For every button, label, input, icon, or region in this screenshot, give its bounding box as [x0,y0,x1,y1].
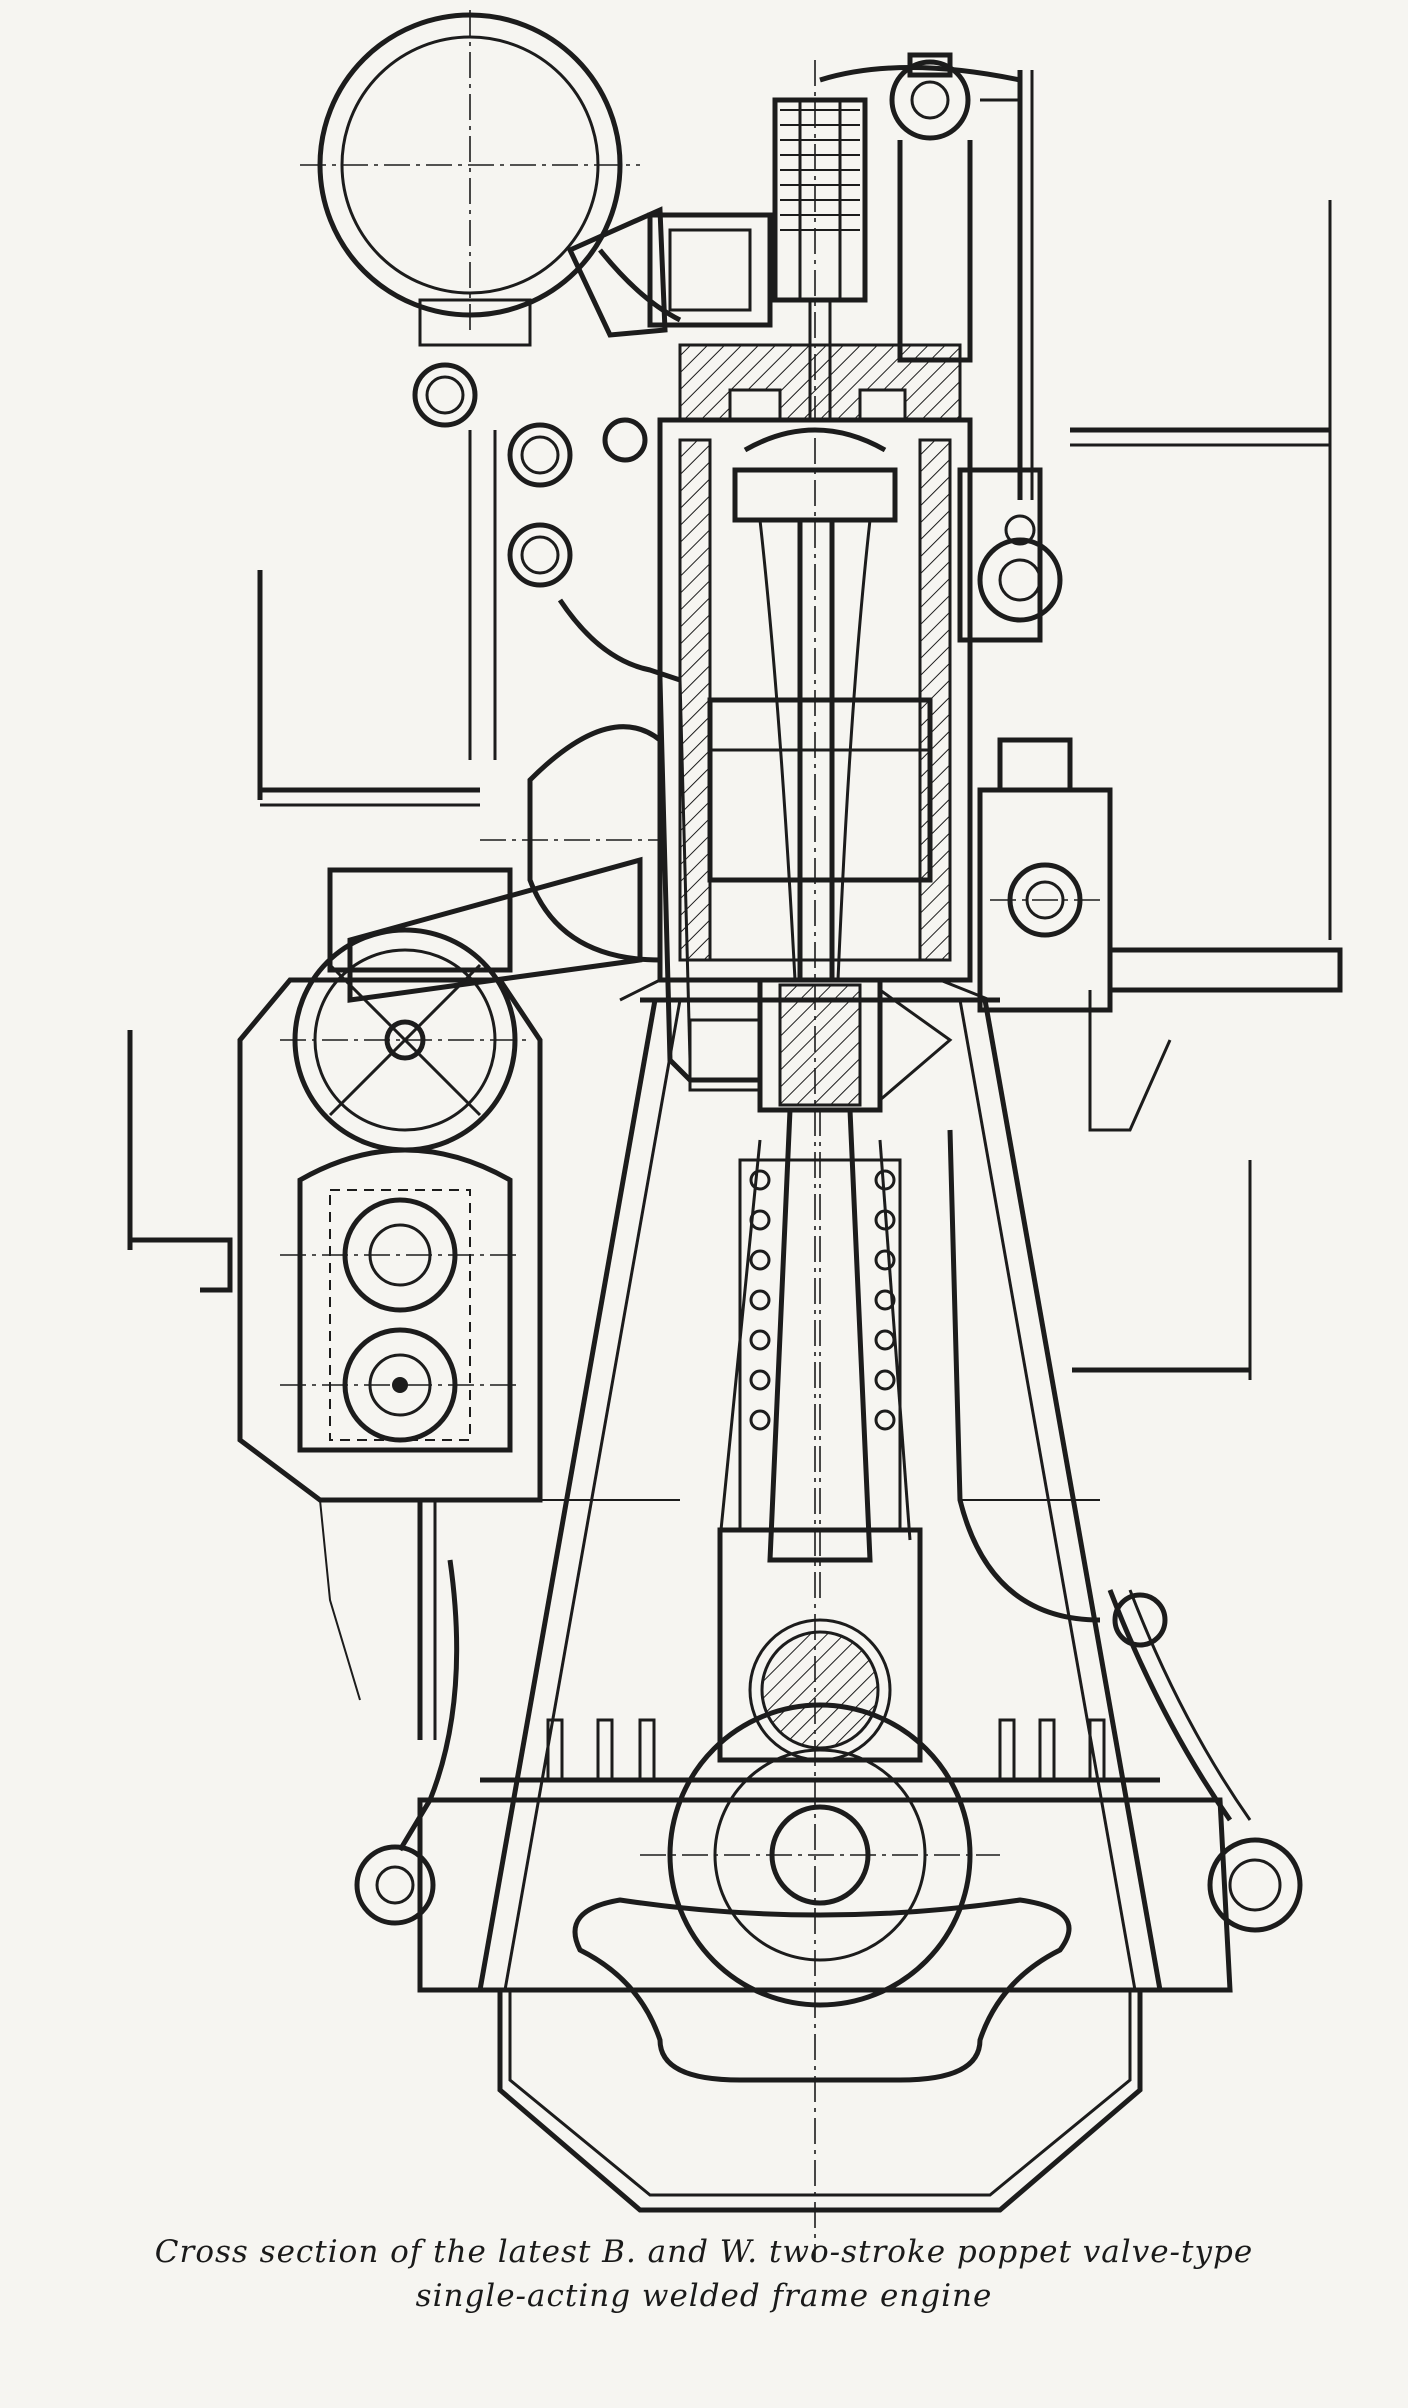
piston-rod [758,519,872,981]
figure-caption: Cross section of the latest B. and W. tw… [60,2230,1348,2318]
fuel-pump [957,467,1343,1132]
caption-line-1: Cross section of the latest B. and W. tw… [154,2234,1254,2270]
valve-gear [772,52,1034,500]
bedplate [417,1797,1233,2213]
crank [640,1527,1000,2008]
exhaust-pipe [300,10,682,347]
left-pipework [354,362,760,1926]
scavenge-receiver [327,724,663,1003]
stay-bolts [546,1169,1106,1782]
platforms [127,570,480,1293]
cylinder-cover [647,212,962,422]
right-pipework [947,200,1332,1933]
detail-lines [319,978,1100,1701]
caption-line-2: single-acting welded frame engine [415,2278,993,2314]
pump-housing [237,927,543,1740]
